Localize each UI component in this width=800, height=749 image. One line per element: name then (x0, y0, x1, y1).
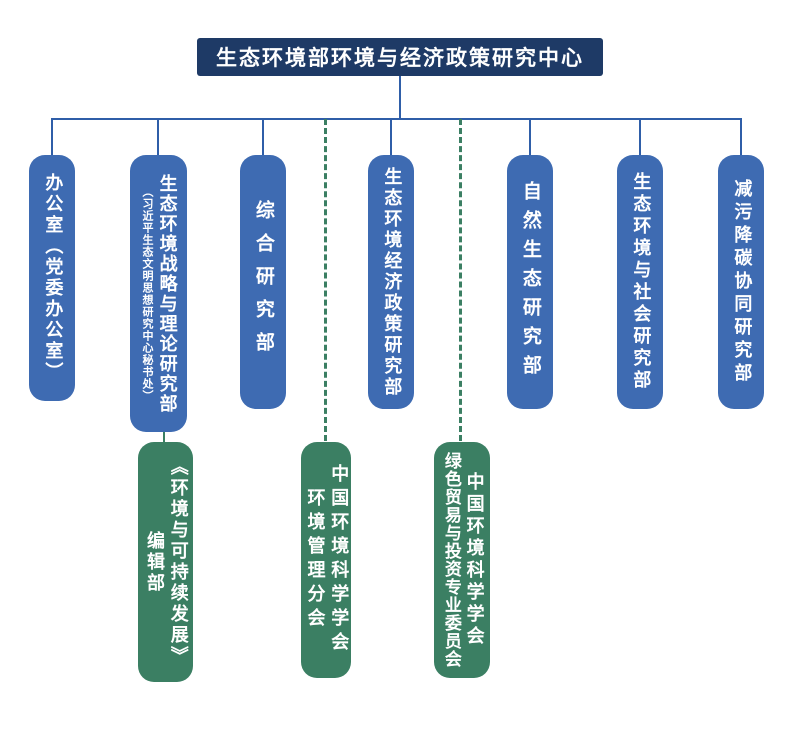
root-node: 生态环境部环境与经济政策研究中心 (197, 38, 603, 76)
root-title: 生态环境部环境与经济政策研究中心 (216, 46, 584, 70)
dept-label: 生态环境战略与理论研究部 (156, 173, 178, 414)
dept-environment-society: 生态环境与社会研究部 (617, 155, 663, 409)
dept-sublabel: （习近平生态文明思想研究中心秘书处） (140, 185, 154, 402)
affiliate-green-trade-committee: 中国环境科学学会 绿色贸易与投资专业委员会 (434, 442, 490, 678)
connector-drop-6 (639, 120, 641, 155)
affiliate-journal-editorial: 《环境与可持续发展》 编辑部 (138, 442, 193, 682)
dept-eco-economic-policy: 生态环境经济政策研究部 (368, 155, 414, 409)
connector-drop-5 (529, 120, 531, 155)
affiliate-sublabel: 编辑部 (144, 530, 165, 594)
connector-drop-4 (390, 120, 392, 155)
dept-label: 综合研究部 (252, 199, 275, 365)
dept-natural-ecology: 自然生态研究部 (507, 155, 553, 409)
dept-pollution-carbon-reduction: 减污降碳协同研究部 (718, 155, 764, 409)
affiliate-label: 《环境与可持续发展》 (167, 457, 189, 667)
dept-label: 生态环境与社会研究部 (630, 172, 652, 392)
dashed-connector-management-branch (324, 119, 327, 441)
dept-label: 办公室（党委办公室） (42, 173, 64, 383)
dept-strategy-theory: 生态环境战略与理论研究部 （习近平生态文明思想研究中心秘书处） (130, 155, 187, 432)
connector-drop-3 (262, 120, 264, 155)
connector-horizontal (51, 118, 742, 120)
affiliate-label: 中国环境科学学会 (328, 464, 350, 656)
dept-label: 自然生态研究部 (519, 180, 542, 384)
dept-comprehensive-research: 综合研究部 (240, 155, 286, 409)
dashed-connector-green-trade (459, 119, 462, 441)
affiliate-label: 中国环境科学学会 (463, 472, 485, 648)
connector-editorial-dept (163, 432, 165, 442)
connector-root-vertical (399, 76, 401, 120)
affiliate-sublabel: 绿色贸易与投资专业委员会 (440, 452, 461, 668)
connector-drop-2 (157, 120, 159, 155)
dept-label: 减污降碳协同研究部 (731, 178, 753, 386)
connector-drop-7 (740, 120, 742, 155)
dept-office: 办公室（党委办公室） (29, 155, 75, 401)
connector-drop-1 (51, 120, 53, 155)
affiliate-sublabel: 环境管理分会 (304, 488, 326, 632)
dept-label: 生态环境经济政策研究部 (381, 166, 403, 398)
affiliate-env-management-branch: 中国环境科学学会 环境管理分会 (301, 442, 351, 678)
